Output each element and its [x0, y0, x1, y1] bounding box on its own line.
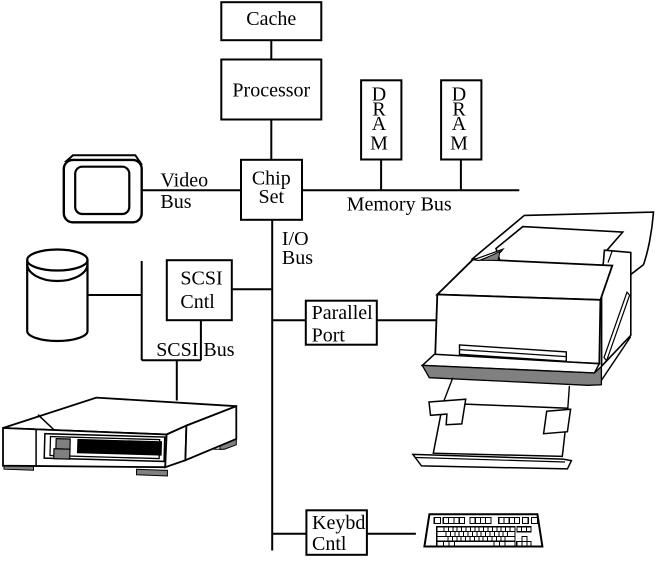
svg-text:R: R: [452, 99, 466, 121]
svg-text:Bus: Bus: [282, 247, 313, 269]
svg-text:R: R: [372, 99, 386, 121]
svg-text:Cache: Cache: [246, 8, 296, 30]
svg-text:SCSI Bus: SCSI Bus: [156, 339, 235, 361]
svg-text:Processor: Processor: [232, 80, 310, 102]
svg-text:Cntl: Cntl: [180, 291, 215, 313]
svg-text:Port: Port: [312, 324, 346, 346]
svg-text:M: M: [450, 133, 468, 155]
svg-text:Memory Bus: Memory Bus: [347, 194, 452, 216]
svg-text:Keybd: Keybd: [312, 512, 365, 534]
svg-text:Parallel: Parallel: [312, 302, 374, 324]
svg-text:Set: Set: [259, 186, 285, 208]
svg-text:Chip: Chip: [252, 167, 291, 189]
svg-text:I/O: I/O: [282, 228, 309, 250]
svg-text:A: A: [452, 113, 467, 135]
svg-text:M: M: [370, 133, 388, 155]
svg-text:Cntl: Cntl: [312, 533, 347, 555]
svg-text:D: D: [452, 84, 466, 106]
svg-text:Bus: Bus: [160, 191, 191, 213]
svg-text:SCSI: SCSI: [180, 268, 222, 290]
svg-text:Video: Video: [160, 170, 208, 192]
svg-text:D: D: [372, 84, 386, 106]
svg-text:A: A: [372, 113, 387, 135]
